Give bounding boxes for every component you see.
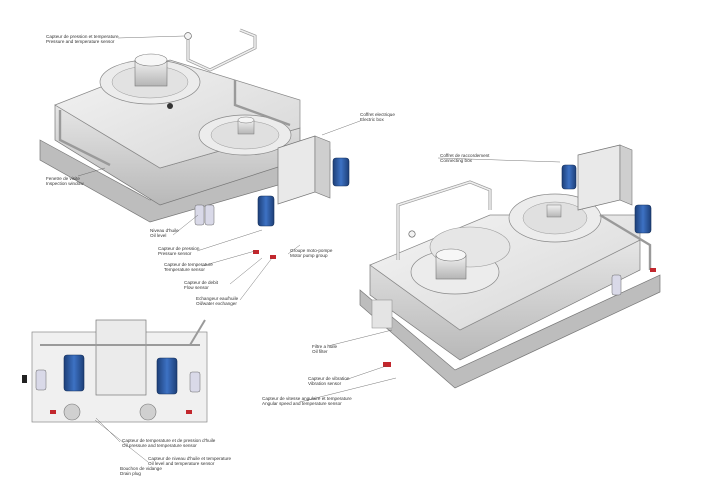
callout-vibration-sensor: Capteur de vibration Vibration sensor bbox=[308, 376, 350, 387]
electric-box-side bbox=[314, 135, 331, 199]
callout-oil-level: Niveau d'huile Oil level bbox=[150, 228, 179, 239]
callout-leader-lines bbox=[77, 35, 561, 463]
motor-pump-blue bbox=[63, 354, 85, 392]
flange bbox=[139, 403, 157, 421]
motor-pump-blue bbox=[561, 164, 577, 190]
oil-filter bbox=[194, 204, 205, 226]
callout-oil-water-exchanger: Echangeur eau/huile Oil/water exchanger bbox=[196, 296, 239, 307]
motor-pump-blue bbox=[332, 157, 350, 187]
motor-pump-blue bbox=[156, 357, 178, 395]
callout-connecting-box: Coffret de raccordement Connecting box bbox=[440, 153, 490, 164]
electric-box-front bbox=[95, 319, 147, 396]
oil-filter bbox=[204, 204, 215, 226]
electric-box bbox=[277, 135, 316, 205]
valve bbox=[650, 268, 656, 272]
gear-cover-ring bbox=[522, 201, 588, 235]
callout-inspection-window: Fenetre de visite Inspection window bbox=[46, 176, 84, 187]
callout-oil-level-temperature-sensor: Capteur de niveau d'huile et temperature… bbox=[148, 456, 232, 467]
oil-filter bbox=[611, 274, 622, 296]
drain-box bbox=[371, 299, 393, 329]
gearbox-view-top-left bbox=[39, 28, 350, 259]
callout-oil-filter: Filtre a huile Oil filter bbox=[312, 344, 338, 355]
input-shaft bbox=[546, 204, 562, 218]
oil-filter bbox=[189, 371, 201, 393]
callout-oil-pressure-temperature-sensor: Capteur de temperature et de pression d'… bbox=[122, 438, 216, 449]
callout-pressure-sensor: Capteur de pression Pressure sensor bbox=[158, 246, 200, 257]
pressure-gauge bbox=[184, 32, 192, 40]
callout-electric-box: Coffret electrique Electric box bbox=[360, 112, 395, 123]
sensor bbox=[167, 103, 173, 109]
callout-angular-speed-sensor: Capteur de vitesse angulaire et temperat… bbox=[262, 396, 352, 407]
gearbox-view-front bbox=[22, 319, 208, 423]
callout-motor-pump-group: Groupe moto-pompe Motor pump group bbox=[290, 248, 333, 259]
electric-box bbox=[577, 144, 621, 211]
valve bbox=[270, 255, 276, 259]
output-shaft-top bbox=[435, 248, 467, 262]
motor-pump-blue bbox=[257, 195, 275, 227]
callout-temperature-sensor: Capteur de temperature Temperature senso… bbox=[164, 262, 213, 273]
pressure-gauge bbox=[408, 230, 416, 238]
oil-pipe bbox=[58, 80, 291, 167]
oil-pipe bbox=[187, 29, 256, 71]
valve bbox=[22, 375, 27, 383]
oil-filter bbox=[35, 369, 47, 391]
motor-pump-blue bbox=[634, 204, 652, 234]
flange bbox=[63, 403, 81, 421]
valve bbox=[253, 250, 259, 254]
valve bbox=[50, 410, 56, 414]
input-shaft-top bbox=[237, 116, 255, 124]
output-shaft-top bbox=[134, 53, 168, 67]
cable-pipe bbox=[189, 319, 206, 346]
valve bbox=[383, 362, 391, 367]
valve bbox=[186, 410, 192, 414]
base-skid bbox=[359, 274, 661, 389]
electric-box-side bbox=[619, 144, 633, 206]
oil-pipe bbox=[397, 181, 491, 260]
callout-pressure-temperature-sensor: Capteur de pression et temperature Press… bbox=[46, 34, 119, 45]
gearbox-view-right bbox=[359, 144, 661, 389]
callout-drain-plug: Bouchon de vidange Drain plug bbox=[120, 466, 162, 477]
oil-pipe bbox=[599, 213, 652, 270]
callout-flow-sensor: Capteur de debit Flow sensor bbox=[184, 280, 218, 291]
